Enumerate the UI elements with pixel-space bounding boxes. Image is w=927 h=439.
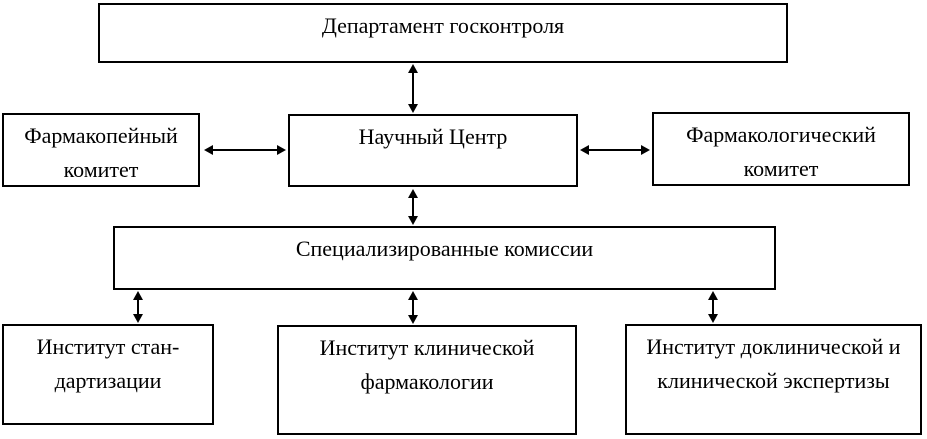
node-pharmacology-label: Фармакологический комитет — [686, 122, 876, 181]
node-inst-expertise: Институт доклинической и клинической экс… — [625, 324, 922, 435]
node-commissions-label: Специализированные комиссии — [295, 236, 594, 261]
node-inst-standard-label: Институт стан- дартизации — [36, 334, 180, 393]
node-pharmacopoeia-label: Фармакопейный комитет — [24, 123, 178, 182]
arrow-science-center-pharmacology-icon — [580, 145, 650, 155]
arrow-dept-science-center-icon — [408, 64, 418, 113]
arrow-commissions-inst-expertise-icon — [708, 291, 718, 323]
arrow-pharmacopoeia-science-center-icon — [204, 145, 286, 155]
arrow-commissions-inst-standard-icon — [133, 291, 143, 323]
arrow-science-center-commissions-icon — [408, 189, 418, 225]
node-inst-expertise-label: Институт доклинической и клинической экс… — [646, 334, 901, 393]
node-dept-label: Департамент госконтроля — [321, 13, 565, 38]
node-science-center: Научный Центр — [288, 114, 578, 187]
node-dept: Департамент госконтроля — [98, 3, 788, 63]
node-inst-standard: Институт стан- дартизации — [2, 324, 214, 425]
arrow-commissions-inst-clinical-icon — [408, 291, 418, 324]
node-commissions: Специализированные комиссии — [113, 226, 776, 290]
node-pharmacopoeia: Фармакопейный комитет — [2, 113, 200, 187]
node-science-center-label: Научный Центр — [358, 124, 508, 149]
node-pharmacology: Фармакологический комитет — [652, 112, 910, 186]
node-inst-clinical: Институт клинической фармакологии — [277, 325, 577, 435]
node-inst-clinical-label: Институт клинической фармакологии — [319, 335, 535, 394]
